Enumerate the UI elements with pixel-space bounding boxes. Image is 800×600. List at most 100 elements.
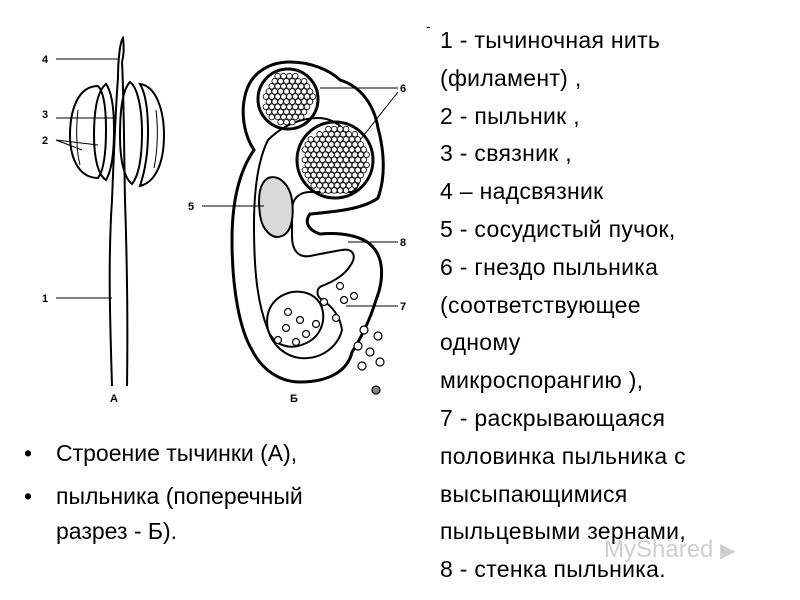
pollen-grain bbox=[319, 166, 326, 174]
pollen-grain bbox=[339, 161, 347, 169]
pollen-grain bbox=[357, 151, 364, 158]
pollen-grain bbox=[322, 171, 329, 179]
pollen-grain bbox=[363, 161, 370, 169]
pollen-grain bbox=[292, 72, 299, 80]
pollen-grain bbox=[319, 187, 326, 194]
pollen-grain bbox=[331, 125, 338, 133]
caption-b: Б bbox=[290, 393, 298, 405]
pollen-grain bbox=[336, 136, 344, 143]
pollen-grain bbox=[336, 177, 344, 184]
pollen-grain bbox=[334, 131, 341, 138]
pollen-grain bbox=[271, 98, 278, 105]
pollen-grain bbox=[339, 131, 347, 138]
pollen-grain bbox=[334, 171, 341, 179]
pollen-grain bbox=[274, 103, 281, 111]
pollen-grain bbox=[339, 151, 347, 158]
pollen-grain bbox=[336, 125, 344, 133]
pollen-grain bbox=[351, 161, 359, 169]
pollen-grain bbox=[357, 171, 364, 179]
bullet-dot-icon: • bbox=[24, 440, 33, 466]
pollen-grain bbox=[268, 93, 275, 100]
pollen-grain bbox=[265, 108, 273, 116]
stamen-diagram: 4 3 2 1 А 6 5 8 7 Б bbox=[42, 35, 406, 405]
pollen-grain bbox=[292, 113, 299, 121]
pollen-grain bbox=[286, 113, 293, 121]
pollen-grain bbox=[357, 141, 364, 148]
pollen-grain bbox=[271, 78, 278, 85]
anther-lobe-right-inner bbox=[118, 80, 144, 186]
pollen-grain bbox=[283, 78, 290, 85]
pollen-grain bbox=[325, 146, 332, 153]
pollen-grain bbox=[280, 93, 287, 100]
pollen-grain bbox=[262, 103, 270, 111]
bullet-text-2: пыльника (поперечный разрез - Б). bbox=[56, 483, 303, 544]
pollen-grain bbox=[325, 177, 332, 184]
pollen-grain bbox=[307, 136, 314, 143]
pollen-grain bbox=[363, 151, 370, 158]
pollen-grain bbox=[342, 146, 350, 153]
pollen-grain bbox=[351, 131, 359, 138]
pollen-grain bbox=[289, 98, 296, 105]
pollen-grain bbox=[268, 113, 275, 121]
pollen-grain bbox=[283, 118, 290, 126]
pollen-grain bbox=[360, 166, 367, 174]
bullet-item-2: •пыльника (поперечный разрез - Б). bbox=[22, 479, 402, 549]
pollen-grain bbox=[301, 146, 309, 153]
pollen-grain bbox=[292, 103, 299, 111]
pollen-grain bbox=[313, 156, 320, 164]
pollen-grain bbox=[286, 83, 293, 90]
pollen-grain bbox=[265, 98, 273, 105]
pollen-grain bbox=[283, 108, 290, 116]
pollen-grain bbox=[313, 146, 320, 153]
pollen-grain bbox=[306, 88, 314, 95]
pollen-grain bbox=[280, 72, 287, 80]
pollen-grain bbox=[289, 78, 296, 85]
pollen-grain bbox=[354, 146, 361, 153]
pollen-grain bbox=[322, 151, 329, 158]
label-a-1: 1 bbox=[42, 293, 48, 305]
label-b-6: 6 bbox=[400, 83, 406, 95]
legend-item-2: 2 - пыльник , bbox=[440, 102, 580, 129]
pollen-grains-upper bbox=[262, 72, 317, 126]
pollen-grain bbox=[331, 146, 338, 153]
pollen-grain bbox=[357, 161, 364, 169]
pollen-grain bbox=[265, 88, 273, 95]
label-b-5: 5 bbox=[188, 201, 194, 213]
anther-lobe-left-inner bbox=[92, 82, 116, 182]
pollen-grain bbox=[301, 156, 309, 164]
stamen-figure-a bbox=[55, 35, 166, 387]
pollen-grain bbox=[331, 187, 338, 194]
pollen-grain bbox=[280, 113, 287, 121]
pollen-grain bbox=[328, 171, 335, 179]
pollen-grain bbox=[336, 156, 344, 164]
pollen-grain bbox=[274, 93, 281, 100]
pollen-grain bbox=[316, 151, 323, 158]
pollen-grain bbox=[286, 93, 293, 100]
pollen-grain bbox=[319, 156, 326, 164]
pollen-grain bbox=[271, 108, 278, 116]
pollen-grain bbox=[354, 156, 361, 164]
pollen-grain bbox=[331, 136, 338, 143]
pollen-grain bbox=[297, 113, 305, 121]
legend-item-5: 5 - сосудистый пучок, bbox=[440, 215, 676, 242]
anther-outline bbox=[230, 60, 385, 384]
pollen-grain bbox=[334, 141, 341, 148]
pollen-grain bbox=[328, 141, 335, 148]
legend-list: 1 - тычиночная нить (филамент) , 2 - пыл… bbox=[440, 22, 790, 589]
pollen-grain bbox=[277, 118, 284, 126]
pollen-grain bbox=[310, 161, 317, 169]
pollen-grain bbox=[307, 177, 314, 184]
pollen-grain bbox=[307, 156, 314, 164]
label-a-4: 4 bbox=[42, 54, 49, 66]
pollen-grain bbox=[339, 141, 347, 148]
pollen-grain bbox=[345, 171, 353, 179]
pollen-grain bbox=[336, 187, 344, 194]
pollen-grain bbox=[342, 136, 350, 143]
pollen-grain bbox=[354, 177, 361, 184]
pollen-grain bbox=[313, 177, 320, 184]
pollen-grain bbox=[336, 146, 344, 153]
pollen-grain bbox=[348, 177, 356, 184]
pollen-grain bbox=[268, 83, 275, 90]
pollen-grain bbox=[345, 131, 353, 138]
pollen-grain bbox=[339, 182, 347, 189]
